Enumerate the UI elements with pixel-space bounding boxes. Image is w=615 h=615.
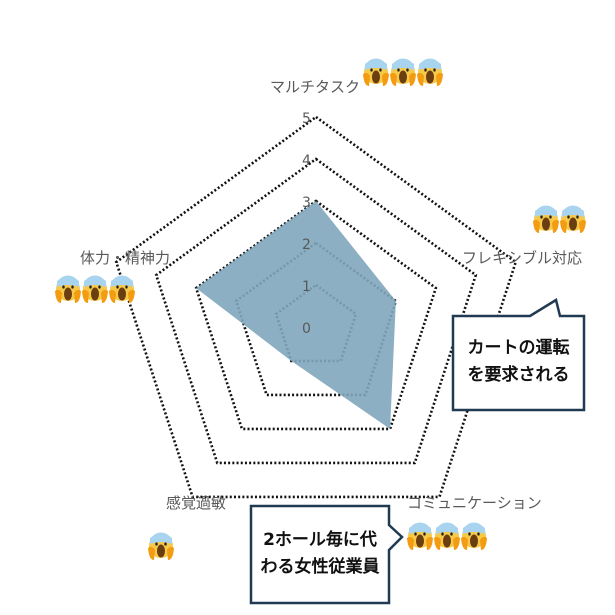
grid-ring-3 [194,199,438,431]
callout-staff-text: 2ホール毎に代 わる女性従業員 [251,527,389,581]
tick-label: 1 [302,279,311,295]
axis-label-multitask: マルチタスク [270,78,361,96]
axis-label-communication: コミュニケーション [407,494,542,512]
axis-label-sensory: 感覚過敏 [166,494,227,512]
callout-staff [249,504,404,605]
axis-label-stamina: 体力・精神力 [80,249,171,267]
callout-cart-text: カートの運転 を要求される [453,335,584,389]
callout-line: カートの運転 [467,338,570,358]
data-series-area [196,201,396,429]
callout-line: わる女性従業員 [260,557,380,577]
callout-line: を要求される [467,365,570,385]
grid-ring-4 [154,157,478,465]
tick-label: 5 [302,111,311,127]
tick-label: 0 [302,321,311,337]
callout-line: 2ホール毎に代 [263,530,377,550]
tick-label: 3 [302,195,311,211]
tick-label: 2 [302,237,311,253]
axis-label-flexibility: フレキシブル対応 [462,249,583,267]
tick-label: 4 [302,153,311,169]
